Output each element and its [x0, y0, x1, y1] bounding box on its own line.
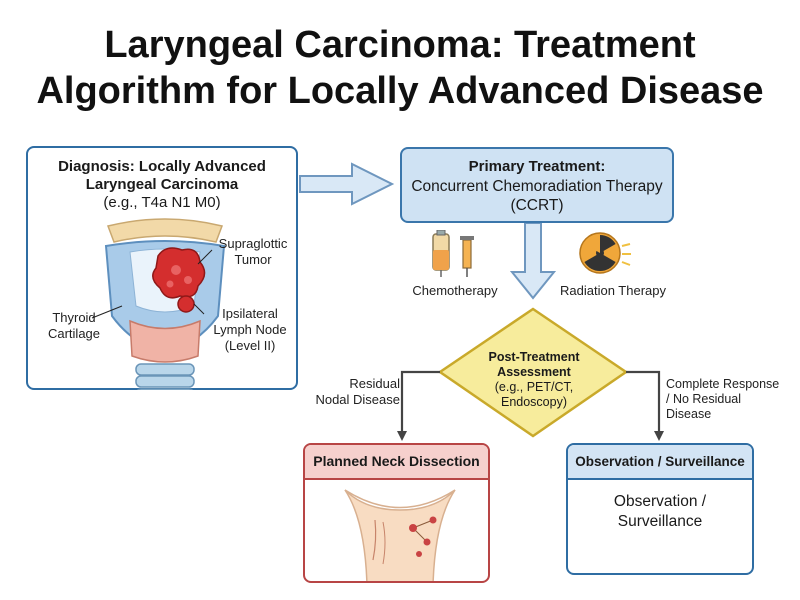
primary-title: Primary Treatment:: [468, 158, 606, 175]
diagnosis-title: Diagnosis: Locally Advanced Laryngeal Ca…: [28, 158, 296, 194]
branch-left-line-2: Nodal Disease: [315, 392, 400, 407]
arrow-right-branch: [626, 370, 664, 441]
lymph-node: [176, 294, 195, 313]
branch-label-residual: Residual Nodal Disease: [290, 376, 400, 408]
observation-body: Observation / Surveillance: [568, 492, 752, 532]
trachea-rings: [134, 362, 195, 390]
branch-right-line-2: / No Residual: [666, 392, 742, 406]
assessment-line-2: Assessment: [497, 365, 571, 379]
diagnosis-box: Diagnosis: Locally Advanced Laryngeal Ca…: [26, 146, 298, 390]
label-thyroid-line-1: Thyroid: [52, 310, 96, 325]
arrow-primary-to-assessment: [509, 222, 557, 300]
neck-dissection-title: Planned Neck Dissection: [305, 445, 488, 480]
radiation-icon: [579, 232, 631, 274]
branch-label-complete-response: Complete Response / No Residual Disease: [666, 377, 800, 422]
label-thyroid-cartilage: Thyroid Cartilage: [34, 310, 114, 342]
label-lymph-node: Ipsilateral Lymph Node (Level II): [204, 306, 296, 354]
assessment-line-1: Post-Treatment: [488, 350, 580, 364]
page-title: Laryngeal Carcinoma: Treatment Algorithm…: [0, 22, 800, 114]
diagnosis-title-line-1: Diagnosis: Locally Advanced: [58, 158, 266, 175]
branch-right-line-1: Complete Response: [666, 377, 780, 391]
diagnosis-title-line-2: Laryngeal Carcinoma: [85, 176, 239, 193]
neck-illustration: [344, 489, 456, 581]
chemotherapy-label: Chemotherapy: [412, 283, 498, 298]
primary-body: Concurrent Chemoradiation Therapy (CCRT): [402, 177, 672, 215]
arrow-diagnosis-to-primary: [299, 162, 395, 206]
branch-right-line-3: Disease: [666, 407, 712, 421]
label-node-line-3: (Level II): [224, 338, 276, 353]
assessment-diamond: [437, 307, 629, 438]
title-line-1: Laryngeal Carcinoma: Treatment: [104, 24, 696, 66]
observation-title: Observation / Surveillance: [568, 445, 752, 480]
observation-box: Observation / Surveillance Observation /…: [566, 443, 754, 575]
branch-left-line-1: Residual: [349, 376, 400, 391]
primary-body-line-2: (CCRT): [510, 197, 564, 214]
title-line-2: Algorithm for Locally Advanced Disease: [36, 70, 764, 112]
assessment-line-3: (e.g., PET/CT,: [494, 380, 574, 394]
radiation-label: Radiation Therapy: [560, 283, 666, 298]
larynx-illustration: [91, 217, 225, 390]
chemotherapy-icon: [432, 230, 474, 277]
label-node-line-2: Lymph Node: [213, 322, 287, 337]
primary-treatment-box: Primary Treatment: Concurrent Chemoradia…: [400, 147, 674, 223]
observation-body-line-2: Surveillance: [617, 513, 703, 530]
label-tumor-line-2: Tumor: [234, 252, 272, 267]
assessment-text: Post-Treatment Assessment (e.g., PET/CT,…: [464, 350, 604, 410]
primary-body-line-1: Concurrent Chemoradiation Therapy: [411, 178, 663, 195]
label-tumor-line-1: Supraglottic: [218, 236, 288, 251]
label-node-line-1: Ipsilateral: [222, 306, 278, 321]
label-thyroid-line-2: Cartilage: [47, 326, 101, 341]
arrow-left-branch: [397, 370, 440, 441]
diagnosis-staging: (e.g., T4a N1 M0): [103, 194, 221, 211]
assessment-line-4: Endoscopy): [500, 395, 567, 409]
label-supraglottic-tumor: Supraglottic Tumor: [208, 236, 298, 268]
neck-dissection-box: Planned Neck Dissection: [303, 443, 490, 583]
observation-body-line-1: Observation /: [613, 493, 707, 510]
